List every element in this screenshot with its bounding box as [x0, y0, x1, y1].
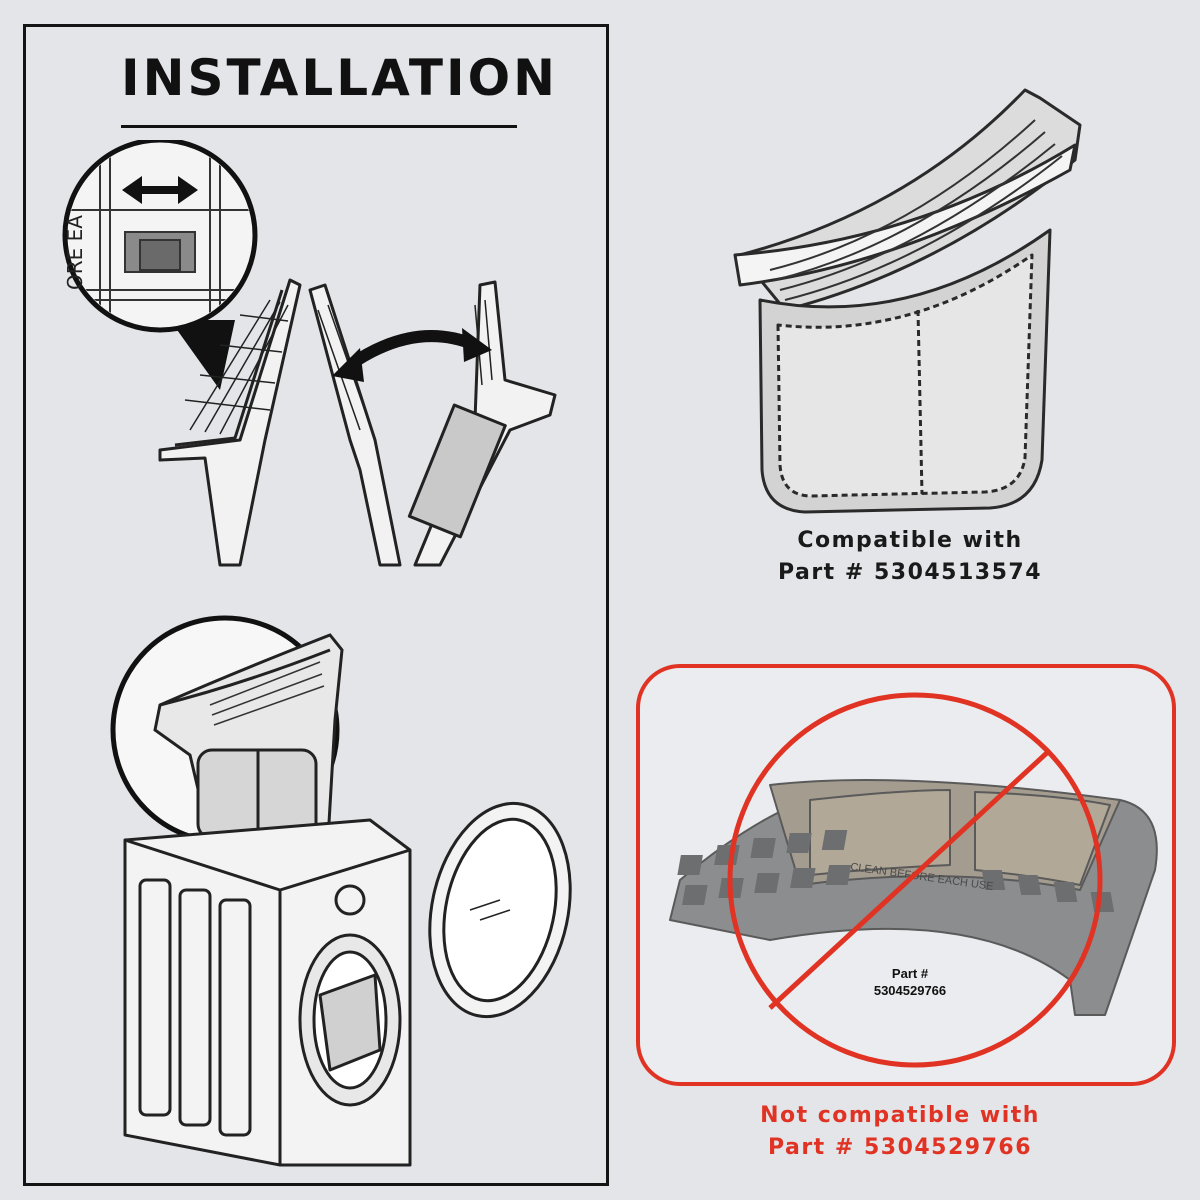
compatible-caption: Compatible with Part # 5304513574	[740, 525, 1080, 589]
step-open-filter-illustration: ORE EA	[62, 140, 557, 567]
title-underline	[121, 125, 517, 128]
compatible-filter-illustration	[733, 88, 1082, 514]
no-sign-icon	[727, 692, 1103, 1068]
zoom-detail-circle: ORE EA	[62, 140, 258, 333]
filter-half-left	[158, 278, 302, 567]
step-insert-filter-illustration	[110, 615, 572, 1167]
zoom-label: ORE EA	[63, 215, 87, 290]
image-part-line2: 5304529766	[873, 983, 947, 998]
incompatible-line2: Part # 5304529766	[767, 1135, 1033, 1160]
compatible-line2: Part # 5304513574	[777, 560, 1043, 585]
filter-halves-opening	[308, 280, 557, 567]
gray-filter-photo: CLEAN BEFORE EACH USE	[669, 779, 1158, 1016]
dryer-door	[428, 801, 572, 1019]
image-part-line1: Part #	[891, 966, 929, 981]
image-part-label: Part # 5304529766	[840, 965, 980, 999]
filter-zoom-circle	[110, 615, 344, 845]
compatible-line1: Compatible with	[797, 528, 1023, 553]
double-headed-arrow-icon	[122, 176, 198, 204]
installation-title: INSTALLATION	[121, 49, 558, 107]
incompatible-caption: Not compatible with Part # 5304529766	[730, 1100, 1070, 1164]
dryer-appliance	[123, 818, 412, 1167]
swing-arrow-icon	[332, 328, 492, 382]
callout-pointer	[170, 320, 235, 390]
incompatible-line1: Not compatible with	[760, 1103, 1040, 1128]
incompatible-filter-illustration: CLEAN BEFORE EACH USE	[669, 692, 1158, 1068]
